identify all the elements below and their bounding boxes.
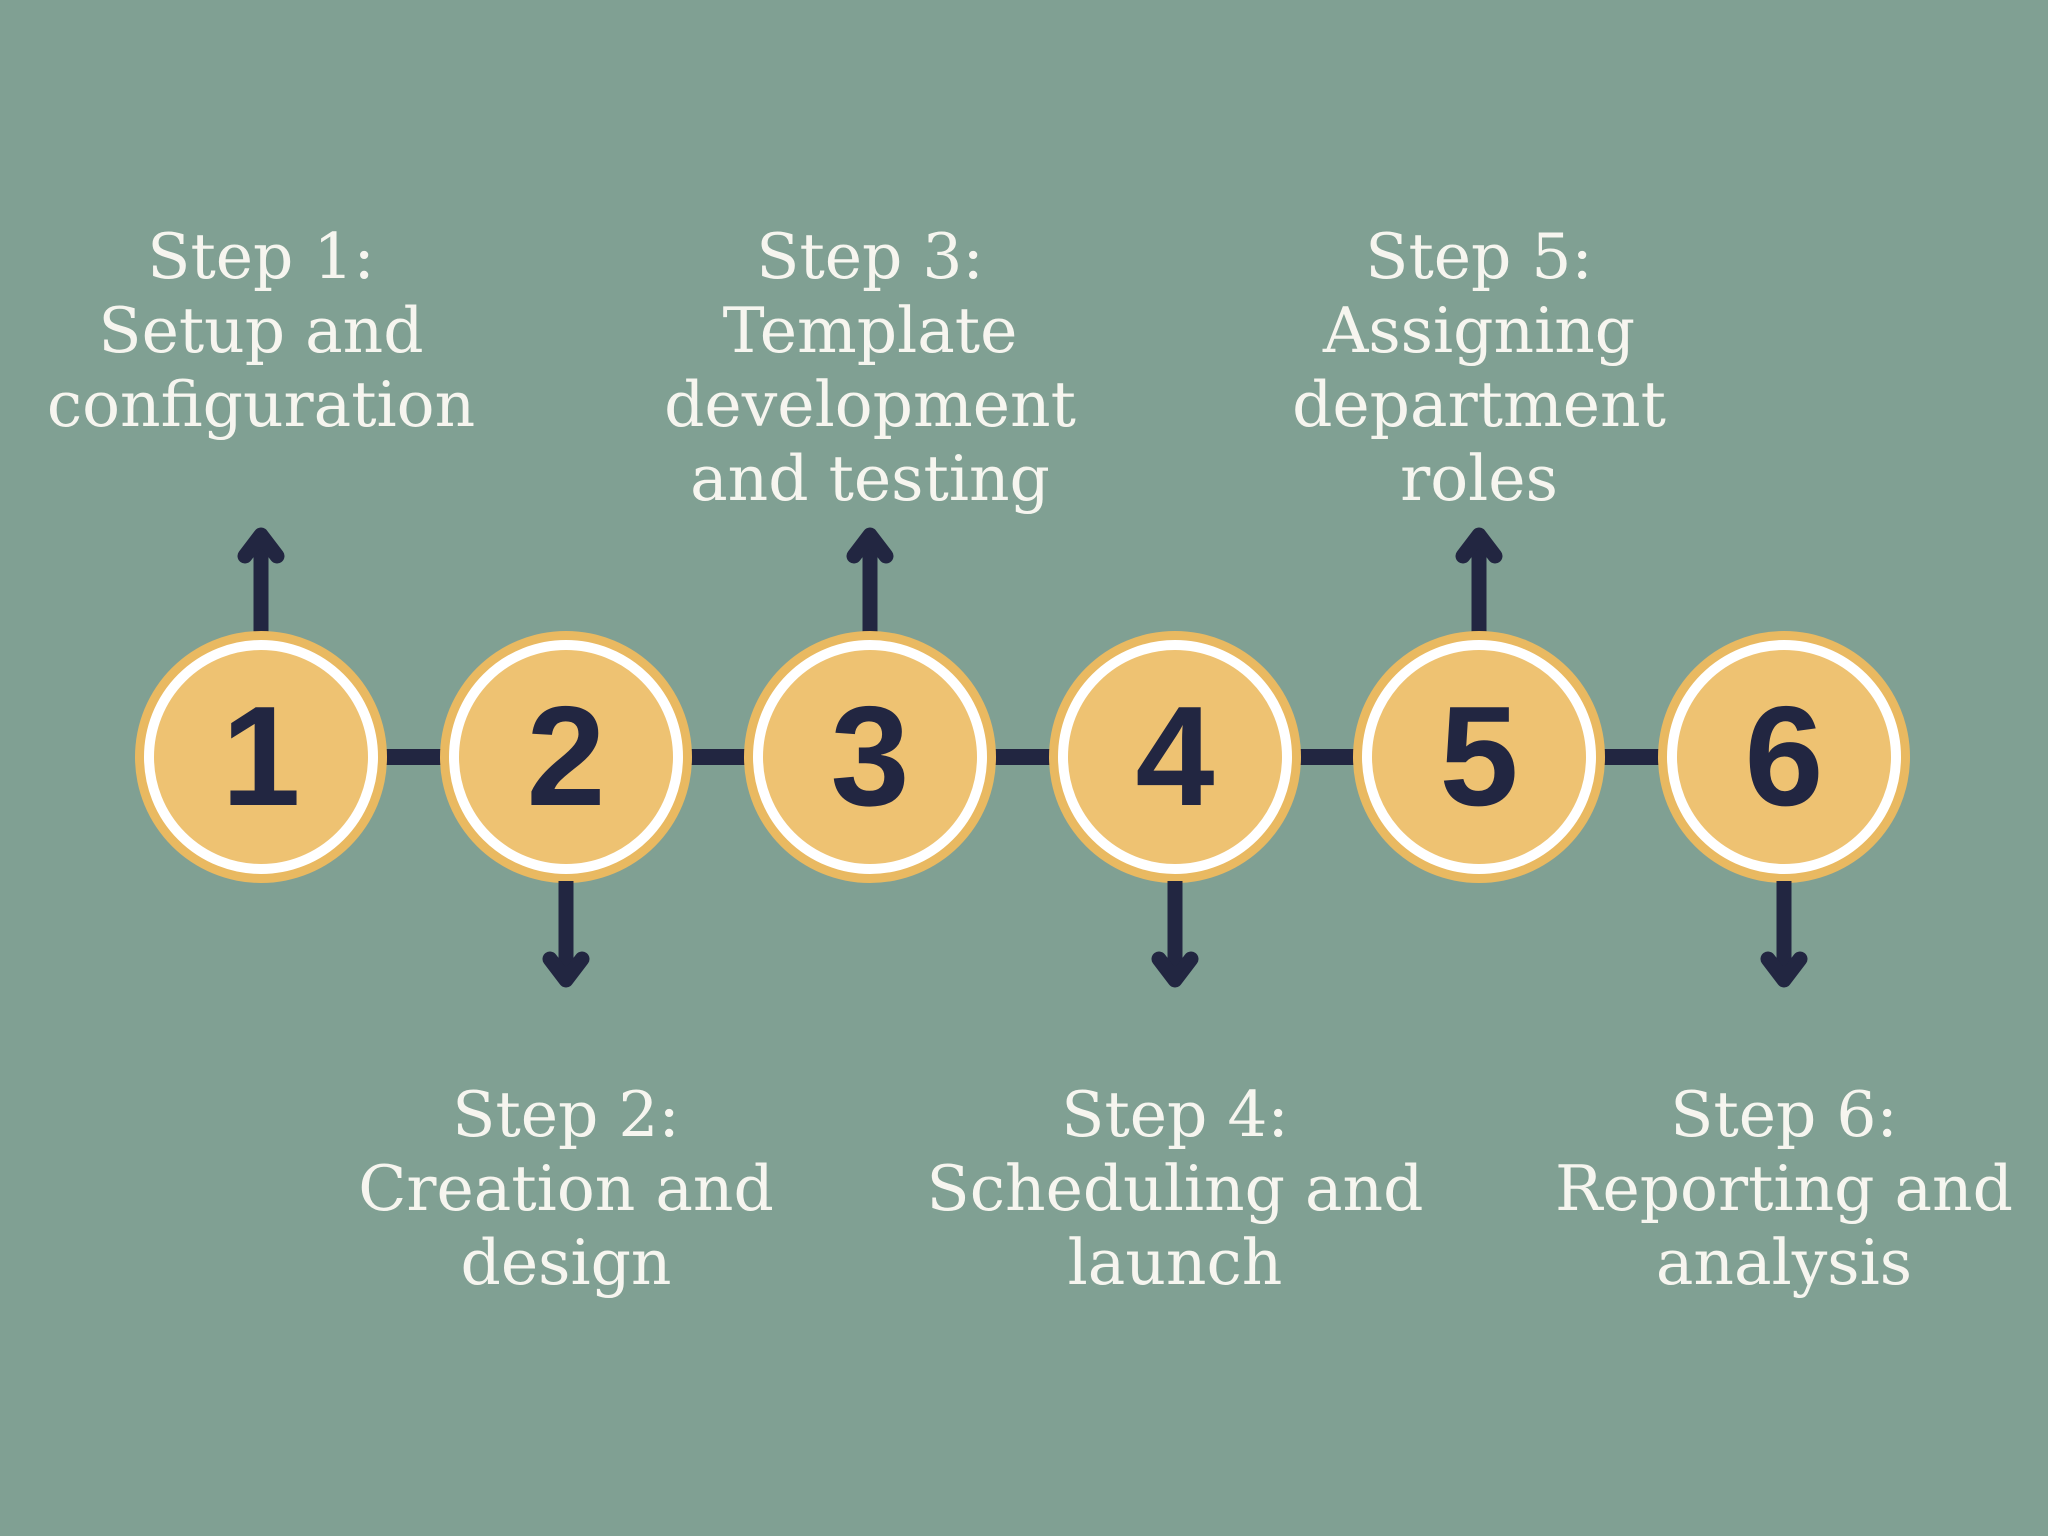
arrow-up-icon — [237, 527, 285, 634]
step-group-1: Step 1: Setup and configuration 1 — [0, 0, 561, 1536]
step-label: Step 2: Creation and design — [358, 1078, 774, 1299]
step-circle: 2 — [449, 640, 683, 874]
step-label: Step 6: Reporting and analysis — [1555, 1078, 2013, 1299]
step-number: 4 — [1135, 677, 1215, 836]
step-number: 5 — [1439, 677, 1519, 836]
step-label: Step 3: Template development and testing — [664, 220, 1076, 515]
arrow-up-icon — [846, 527, 894, 634]
step-number: 2 — [526, 677, 606, 836]
step-circle: 3 — [753, 640, 987, 874]
step-circle: 4 — [1058, 640, 1292, 874]
step-group-6: 6 Step 6: Reporting and analysis — [1484, 0, 2048, 1536]
step-group-2: 2 Step 2: Creation and design — [266, 0, 866, 1536]
arrow-down-icon — [542, 881, 590, 988]
arrow-down-icon — [1151, 881, 1199, 988]
step-number: 1 — [221, 677, 301, 836]
step-group-4: 4 Step 4: Scheduling and launch — [875, 0, 1475, 1536]
step-label: Step 4: Scheduling and launch — [926, 1078, 1424, 1299]
step-label: Step 1: Setup and configuration — [46, 220, 476, 441]
step-circle: 6 — [1667, 640, 1901, 874]
step-circle: 1 — [144, 640, 378, 874]
arrow-down-icon — [1760, 881, 1808, 988]
step-label: Step 5: Assigning department roles — [1292, 220, 1666, 515]
step-group-5: Step 5: Assigning department roles 5 — [1179, 0, 1779, 1536]
step-group-3: Step 3: Template development and testing… — [570, 0, 1170, 1536]
step-number: 6 — [1744, 677, 1824, 836]
arrow-up-icon — [1455, 527, 1503, 634]
step-circle: 5 — [1362, 640, 1596, 874]
step-number: 3 — [830, 677, 910, 836]
